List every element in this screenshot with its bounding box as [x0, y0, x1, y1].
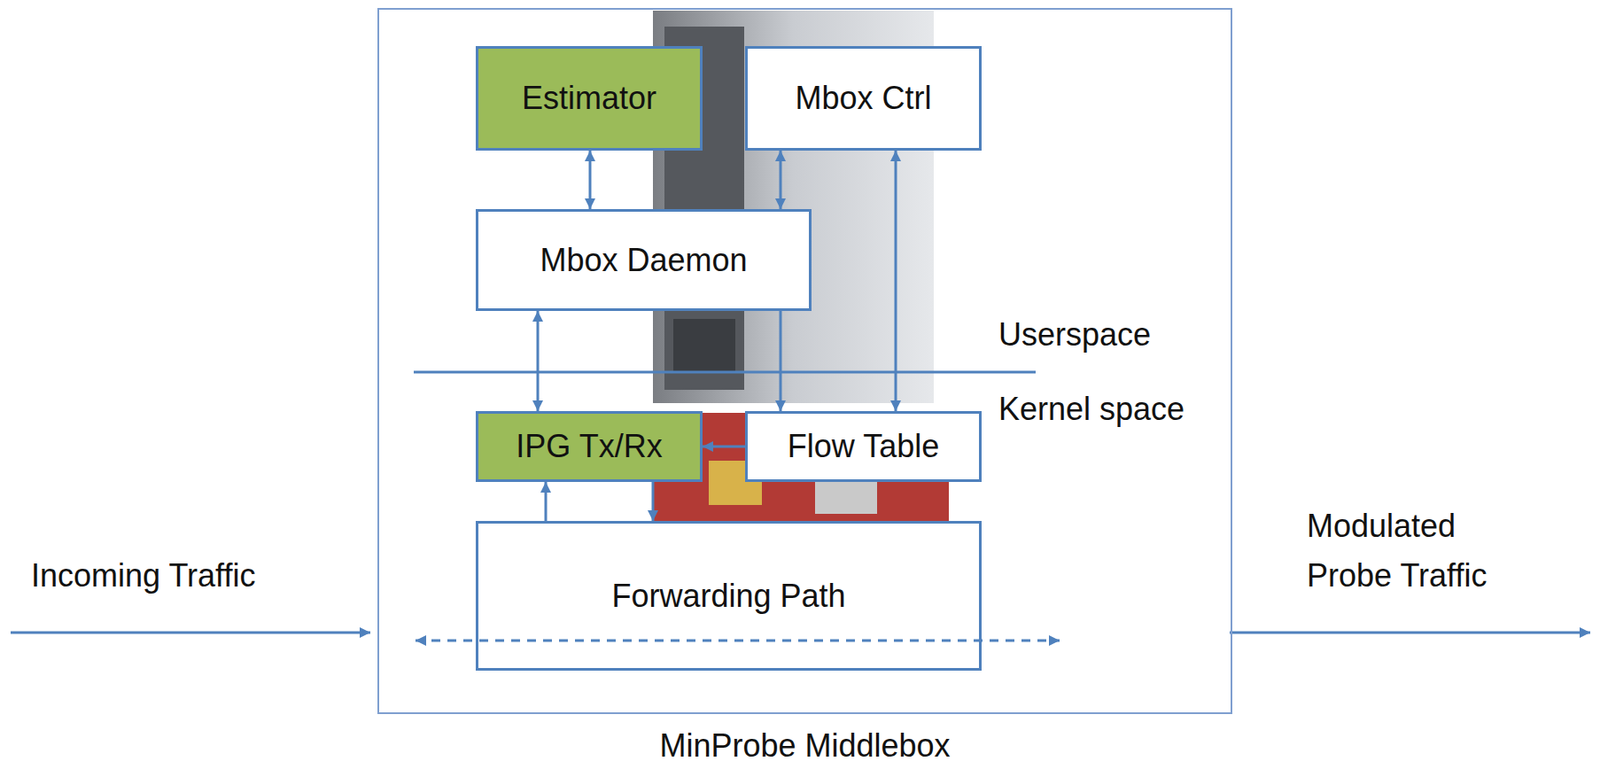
daemon-box: Mbox Daemon: [475, 209, 812, 311]
board-chip: [815, 478, 878, 514]
connector-arrow: [544, 481, 548, 521]
box-label: Estimator: [521, 78, 657, 117]
control-box: Mbox Ctrl: [745, 46, 982, 151]
box-label: Mbox Ctrl: [794, 78, 932, 117]
box-label: Mbox Daemon: [539, 240, 747, 280]
connector-arrow: [652, 481, 655, 521]
middlebox-outline: MinProbe MiddleboxEstimatorMbox CtrlMbox…: [377, 7, 1233, 715]
output-label: Modulated Probe Traffic: [1306, 501, 1529, 601]
estimator-box: Estimator: [475, 46, 703, 151]
forwarding-box: Forwarding Path: [475, 520, 982, 671]
connector-arrow: [779, 150, 783, 210]
connector-arrow: [779, 310, 783, 412]
space-separator: [413, 371, 1036, 374]
input-label: Incoming Traffic: [31, 551, 256, 601]
incoming-arrow: [10, 631, 371, 635]
server-vent: [673, 318, 736, 373]
ipg-box: IPG Tx/Rx: [475, 411, 703, 482]
layer-label: Userspace: [998, 310, 1151, 360]
box-label: IPG Tx/Rx: [515, 427, 662, 466]
box-label: Forwarding Path: [611, 576, 846, 615]
connector-arrow: [536, 310, 540, 412]
connector-arrow: [702, 445, 746, 449]
outgoing-arrow: [1229, 631, 1591, 635]
box-caption: MinProbe Middlebox: [379, 726, 1231, 765]
flow-table-box: Flow Table: [745, 411, 982, 482]
layer-label: Kernel space: [998, 384, 1185, 435]
connector-arrow: [589, 150, 592, 210]
forwarding-dashed-arrow: [415, 639, 1060, 643]
box-label: Flow Table: [787, 427, 940, 466]
connector-arrow: [894, 150, 898, 412]
